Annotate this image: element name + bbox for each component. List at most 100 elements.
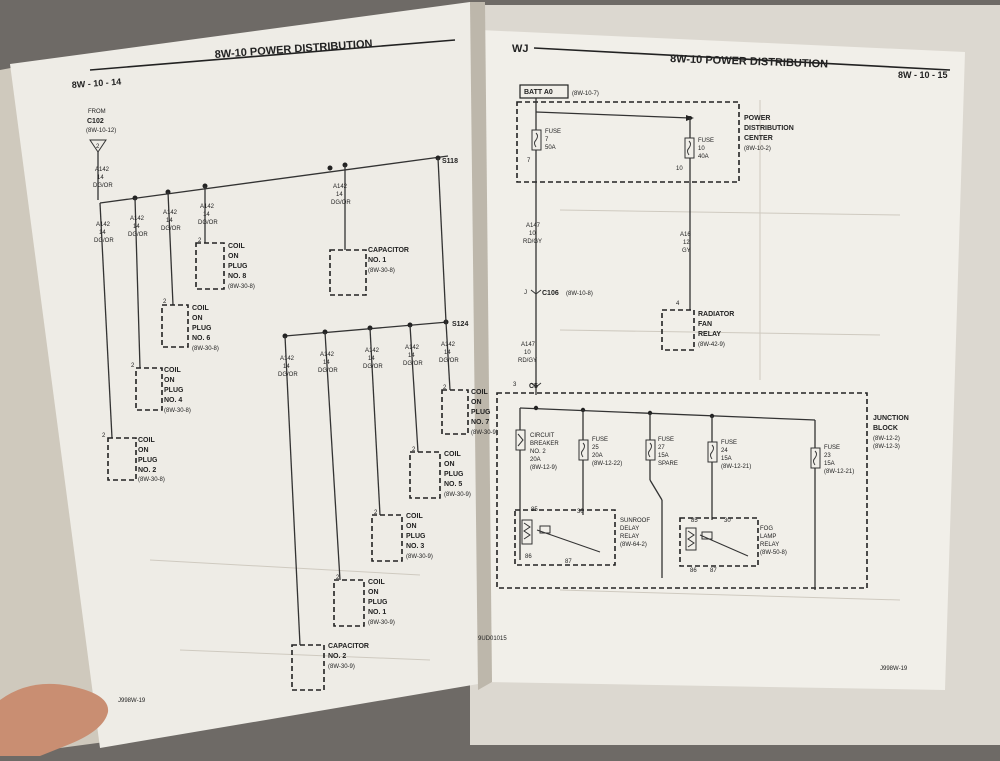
svg-text:A142: A142 [280, 356, 295, 362]
svg-text:10: 10 [676, 166, 683, 172]
svg-text:CAPACITOR: CAPACITOR [328, 643, 369, 650]
svg-text:PLUG: PLUG [444, 471, 464, 478]
svg-text:87: 87 [565, 559, 572, 565]
svg-text:(8W-12-3): (8W-12-3) [873, 444, 900, 450]
svg-text:(8W-30-9): (8W-30-9) [471, 430, 498, 436]
svg-text:10: 10 [698, 146, 705, 152]
svg-text:RADIATOR: RADIATOR [698, 311, 734, 318]
svg-text:NO. 2: NO. 2 [138, 467, 156, 474]
svg-text:RELAY: RELAY [698, 331, 721, 338]
svg-text:4: 4 [676, 301, 680, 307]
svg-text:(8W-30-9): (8W-30-9) [444, 492, 471, 498]
svg-text:DG/OR: DG/OR [278, 372, 298, 378]
svg-text:FOG: FOG [760, 526, 773, 532]
svg-text:2: 2 [412, 447, 416, 453]
coil-no3: A142 14 DG/OR 2 COIL ON PLUG NO. 3 (8W-3… [363, 327, 433, 562]
svg-text:(8W-30-8): (8W-30-8) [368, 268, 395, 274]
svg-text:PLUG: PLUG [228, 263, 248, 270]
svg-text:(8W-30-9): (8W-30-9) [328, 664, 355, 670]
svg-text:ON: ON [192, 315, 203, 322]
svg-text:LAMP: LAMP [760, 534, 776, 540]
svg-text:COIL: COIL [138, 437, 155, 444]
splice-s118: S118 [442, 158, 458, 165]
svg-text:14: 14 [99, 230, 106, 236]
svg-text:15A: 15A [824, 461, 835, 467]
svg-text:DG/OR: DG/OR [331, 200, 351, 206]
thumb [0, 683, 109, 756]
coil-no4: A142 14 DG/OR 2 COIL ON PLUG NO. 4 (8W-3… [128, 197, 191, 414]
svg-text:COIL: COIL [368, 579, 385, 586]
svg-text:ON: ON [138, 447, 149, 454]
svg-text:RD/GY: RD/GY [518, 358, 537, 364]
svg-text:40A: 40A [698, 154, 709, 160]
right-page [480, 30, 965, 690]
right-header-title: 8W-10 POWER DISTRIBUTION [670, 53, 828, 71]
svg-text:24: 24 [721, 448, 728, 454]
svg-text:14: 14 [323, 360, 330, 366]
svg-text:2: 2 [443, 385, 447, 391]
svg-text:SUNROOF: SUNROOF [620, 518, 650, 524]
svg-text:NO. 6: NO. 6 [192, 335, 210, 342]
svg-text:(8W-30-8): (8W-30-8) [164, 408, 191, 414]
svg-text:BREAKER: BREAKER [530, 441, 559, 447]
left-page-number: 8W - 10 - 14 [71, 77, 121, 90]
svg-text:DG/OR: DG/OR [403, 361, 423, 367]
bleed-through-lines [149, 100, 901, 661]
batt-label: BATT A0 [524, 89, 553, 96]
svg-text:PLUG: PLUG [164, 387, 184, 394]
svg-text:RELAY: RELAY [620, 534, 639, 540]
svg-text:2: 2 [163, 299, 167, 305]
svg-text:(8W-12-21): (8W-12-21) [721, 464, 751, 470]
svg-text:15A: 15A [658, 453, 669, 459]
svg-text:FUSE: FUSE [592, 437, 608, 443]
svg-text:A142: A142 [365, 348, 380, 354]
svg-text:(8W-30-9): (8W-30-9) [368, 620, 395, 626]
svg-text:(8W-30-8): (8W-30-8) [228, 284, 255, 290]
coil-no8: A142 14 DG/OR 2 COIL ON PLUG NO. 8 (8W-3… [195, 186, 255, 290]
svg-text:COIL: COIL [406, 513, 423, 520]
svg-text:POWER: POWER [744, 115, 770, 122]
svg-text:CAPACITOR: CAPACITOR [368, 247, 409, 254]
svg-text:14: 14 [368, 356, 375, 362]
svg-text:(8W-30-9): (8W-30-9) [406, 554, 433, 560]
svg-text:FUSE: FUSE [721, 440, 737, 446]
svg-text:PLUG: PLUG [471, 409, 491, 416]
svg-text:(8W-12-21): (8W-12-21) [824, 469, 854, 475]
svg-text:2: 2 [131, 363, 135, 369]
right-model: WJ [512, 43, 529, 55]
svg-text:30: 30 [577, 509, 584, 515]
coil-no1: A142 14 DG/OR 2 COIL ON PLUG NO. 1 (8W-3… [318, 331, 395, 627]
svg-text:12: 12 [683, 240, 690, 246]
fuse-23: FUSE 23 15A (8W-12-21) [810, 420, 854, 590]
connector-c106: C106 [542, 290, 559, 297]
capacitor-no1: A142 14 DG/OR CAPACITOR NO. 1 (8W-30-8) [329, 165, 409, 296]
svg-text:(8W-10-7): (8W-10-7) [572, 91, 599, 97]
svg-text:25: 25 [592, 445, 599, 451]
right-page-number: 8W - 10 - 15 [898, 70, 948, 80]
svg-text:CENTER: CENTER [744, 135, 773, 142]
radiator-fan-relay: A16 12 GY 4 RADIATOR FAN RELAY (8W-42-9) [661, 158, 734, 351]
svg-text:10: 10 [524, 350, 531, 356]
svg-text:3: 3 [513, 382, 517, 388]
splice-s124: S124 [452, 321, 468, 328]
svg-text:85: 85 [531, 507, 538, 513]
svg-text:A142: A142 [405, 345, 420, 351]
svg-text:10: 10 [529, 231, 536, 237]
svg-text:GY: GY [682, 248, 691, 254]
svg-text:SPARE: SPARE [658, 461, 678, 467]
svg-text:14: 14 [408, 353, 415, 359]
svg-text:A142: A142 [95, 167, 110, 173]
svg-text:DG/OR: DG/OR [94, 238, 114, 244]
svg-text:2: 2 [198, 238, 202, 244]
junction-block: JUNCTION BLOCK (8W-12-2) (8W-12-3) [496, 392, 909, 589]
svg-text:NO. 2: NO. 2 [530, 449, 546, 455]
svg-text:(8W-30-8): (8W-30-8) [138, 477, 165, 483]
svg-text:PLUG: PLUG [406, 533, 426, 540]
left-page [10, 2, 490, 748]
svg-text:FUSE: FUSE [545, 129, 561, 135]
svg-text:DELAY: DELAY [620, 526, 639, 532]
svg-text:PLUG: PLUG [192, 325, 212, 332]
svg-text:ON: ON [471, 399, 482, 406]
fuse-27: FUSE 27 15A SPARE [645, 413, 678, 578]
svg-text:A142: A142 [320, 352, 335, 358]
